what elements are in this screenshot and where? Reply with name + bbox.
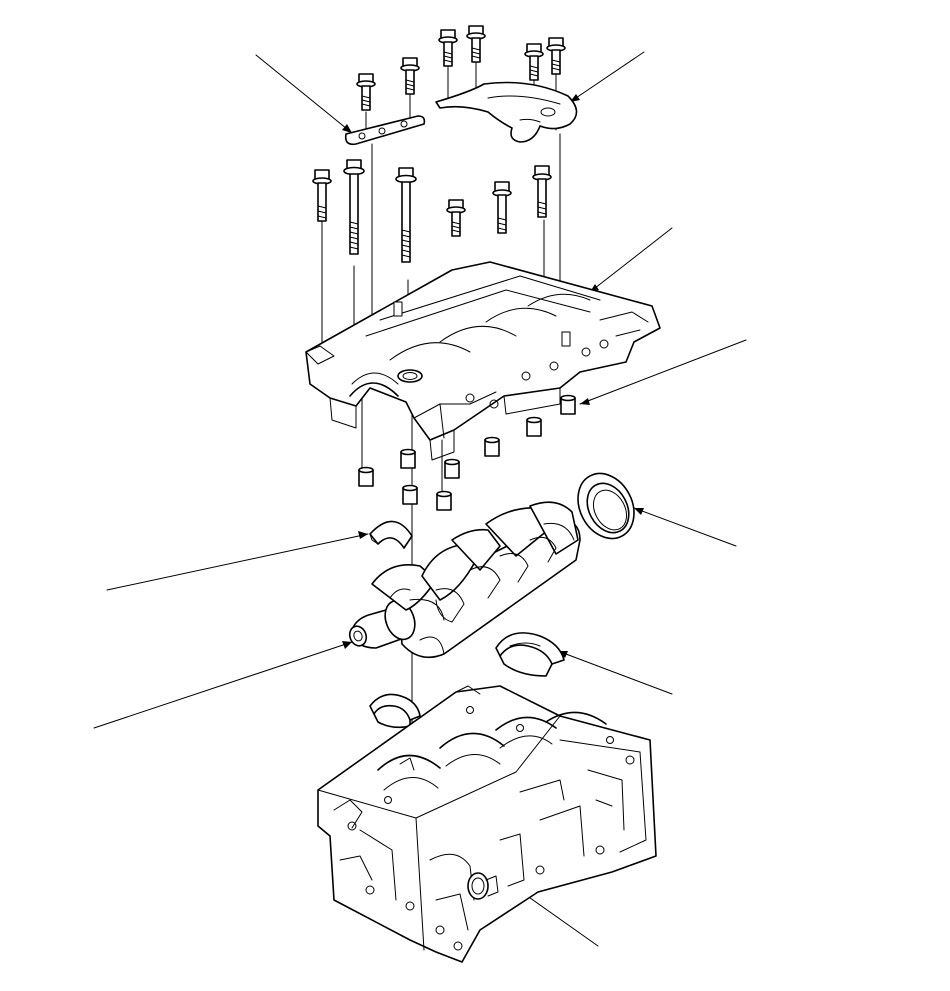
oil-separator-plate [435,81,578,143]
dowel-pin [444,458,460,479]
leader-line-main-bearing [557,650,673,695]
leader-line-lower-block [589,227,673,293]
main-bearings [369,632,565,729]
bolt [356,73,376,111]
bolt [532,165,552,218]
dowel-pin [358,466,374,487]
dowel-pin [526,416,542,437]
arrowhead [342,124,352,133]
leader-line-separator [569,51,645,103]
oil-pump-chain-guide [344,115,426,146]
arrowhead [634,508,644,515]
arrowhead [358,531,368,539]
bolt [524,43,544,81]
bolt [395,167,417,263]
main-bearing [499,655,553,677]
leader-line-crankshaft [93,641,353,729]
cylinder-block [317,685,657,963]
bolt [446,199,466,237]
dowel-pin [402,484,418,505]
dowel-pin [400,448,416,469]
dowel-pin [436,490,452,511]
arrowhead [580,398,590,405]
leader-line-chain-guide [255,54,353,134]
thrust-washer [369,520,413,549]
bolt [466,25,486,63]
bolt [343,159,365,255]
dowel-pin [484,436,500,457]
crankshaft-oil-seal [577,472,635,540]
bolt [312,169,332,222]
bolt [546,37,566,75]
crankshaft [348,501,581,659]
leader-line-oil-seal [633,507,737,547]
arrowhead [342,641,352,649]
lower-block [305,261,661,461]
bolt [492,181,512,234]
leader-line-thrust-washer [106,533,369,591]
leader-line-dowel [579,339,747,405]
bolt [438,29,458,67]
bolt [400,57,420,95]
leader-lines [93,51,747,947]
dowel-pin [560,394,576,415]
